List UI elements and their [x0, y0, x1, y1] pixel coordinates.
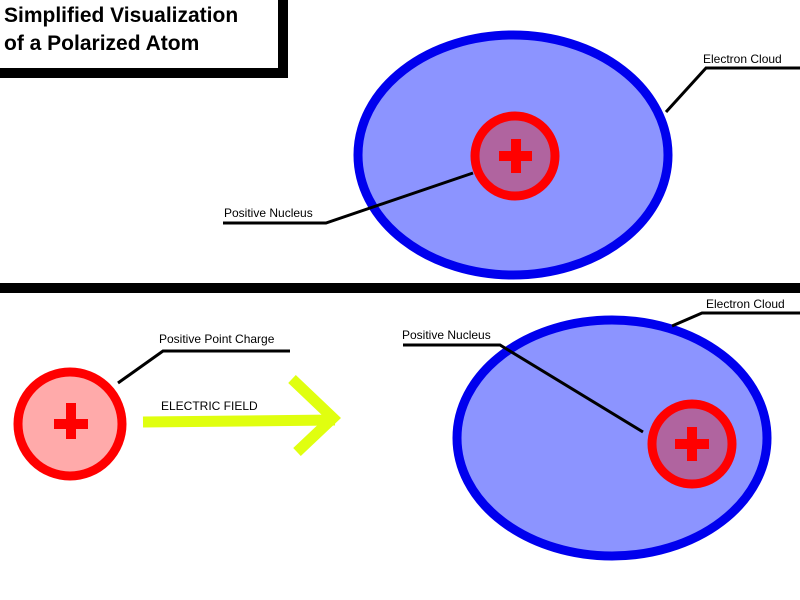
label-positive-nucleus-top: Positive Nucleus — [224, 206, 313, 220]
plus-icon — [511, 139, 521, 173]
panel-divider — [0, 283, 800, 293]
label-positive-point-charge: Positive Point Charge — [159, 332, 275, 346]
label-positive-nucleus-bottom: Positive Nucleus — [402, 328, 491, 342]
electric-field-arrowhead — [288, 375, 341, 456]
electron-cloud-leader-top — [664, 66, 800, 114]
label-electron-cloud-bottom: Electron Cloud — [706, 297, 785, 311]
title-line-2: of a Polarized Atom — [4, 32, 200, 55]
nucleus-leader-bottom — [403, 343, 644, 434]
point-charge-leader — [117, 349, 290, 385]
title-line-1: Simplified Visualization — [4, 4, 239, 27]
title-box: Simplified Visualization of a Polarized … — [0, 0, 288, 78]
diagram-title: Simplified Visualization of a Polarized … — [4, 2, 238, 58]
label-electron-cloud-top: Electron Cloud — [703, 52, 782, 66]
electron-cloud-bottom — [452, 315, 772, 561]
plus-icon — [66, 403, 76, 439]
plus-icon — [687, 427, 697, 461]
electric-field-arrow-shaft — [142, 414, 336, 428]
label-electric-field: ELECTRIC FIELD — [161, 399, 258, 413]
electron-cloud-leader-bottom — [671, 311, 800, 328]
nucleus-leader-top — [223, 171, 474, 225]
